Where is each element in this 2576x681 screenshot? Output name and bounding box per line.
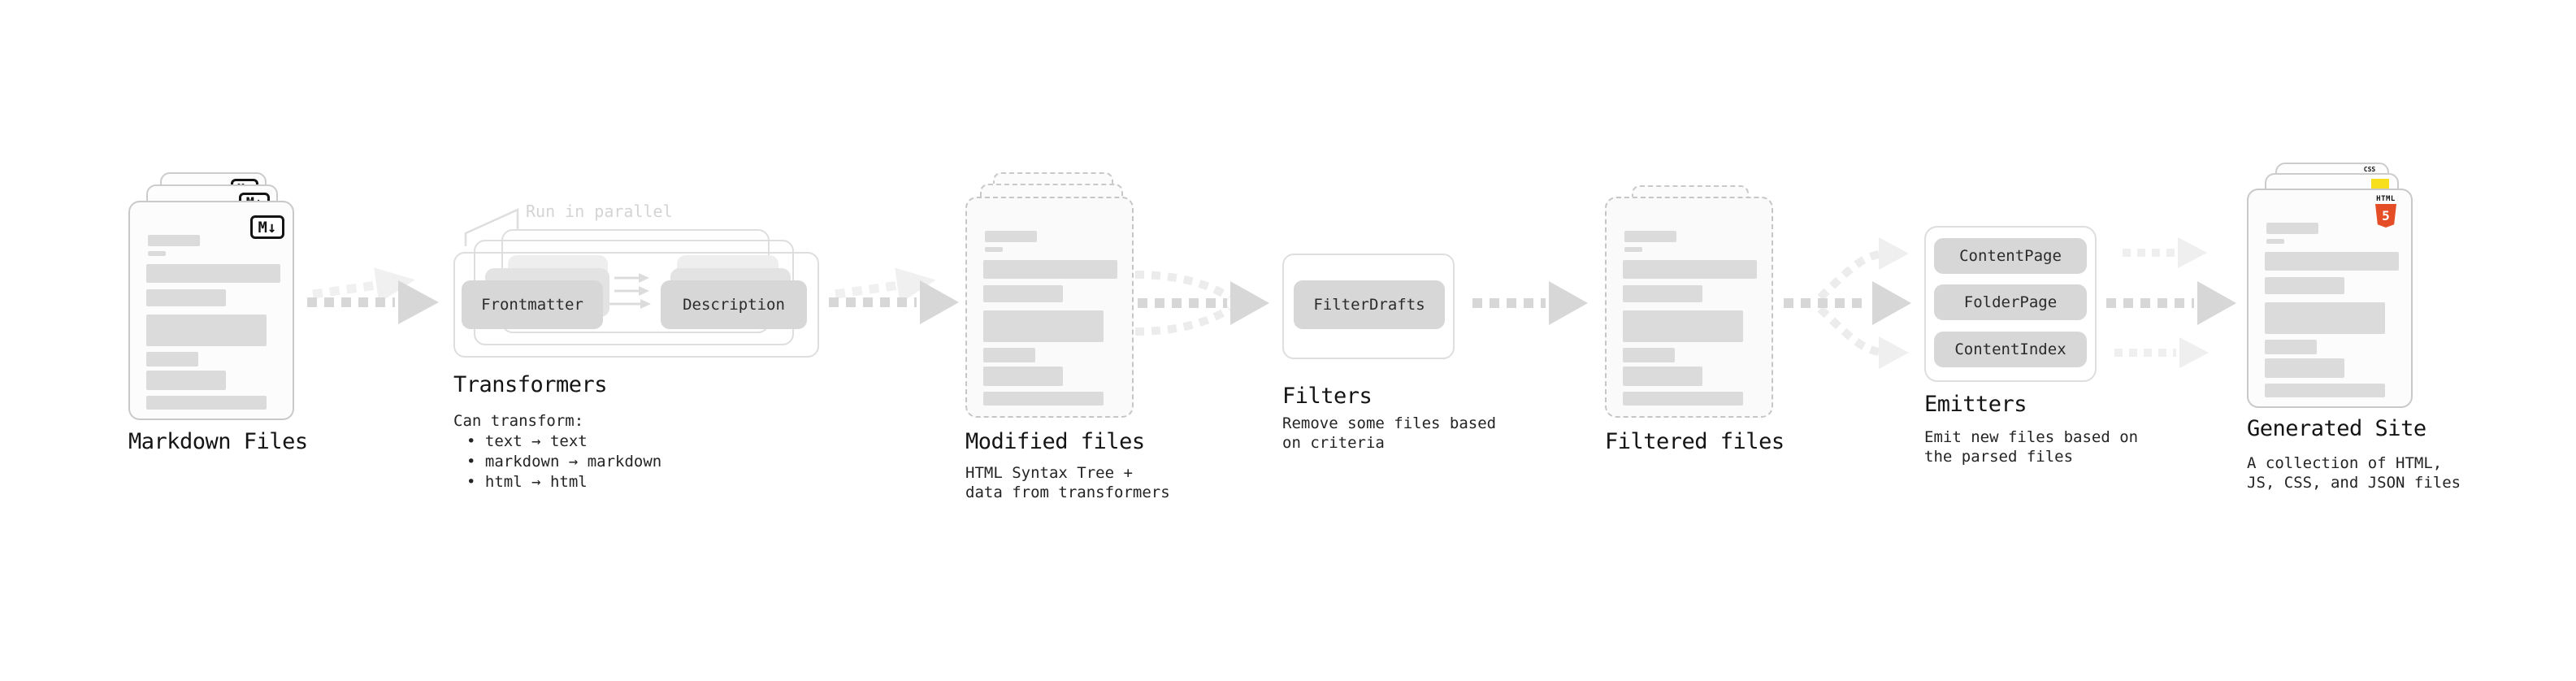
run-in-parallel-annotation: Run in parallel [526,202,673,221]
text-line-placeholder [983,310,1104,342]
text-line-placeholder [983,348,1035,362]
transformer-frame-front [453,252,819,358]
flow-arrow [829,280,959,324]
text-line-placeholder [2265,277,2344,294]
html5-icon: HTML 5 [2375,195,2396,228]
text-line-placeholder [985,247,1003,252]
flow-arrow-parallel [2106,237,2236,368]
markdown-icon: M↓ [250,215,284,239]
parallel-mini-arrows [605,273,651,309]
node-description: Description [661,280,807,329]
text-line-placeholder [983,285,1063,302]
stage-label-filtered-files: Filtered files [1605,429,1785,454]
flow-arrow-converge [1134,271,1269,336]
node-folderpage: FolderPage [1934,284,2087,320]
text-line-placeholder [2265,358,2344,378]
stage-label-markdown-files: Markdown Files [128,429,308,454]
flow-arrow [307,280,439,324]
text-line-placeholder [2266,223,2318,234]
markdown-doc-front: M↓ [128,201,294,420]
flow-arrow [1472,281,1588,325]
text-line-placeholder [146,396,267,410]
stage-label-transformers: Transformers [453,372,608,397]
flow-arrow-ghost [835,267,936,304]
text-line-placeholder [1623,260,1757,279]
text-line-placeholder [2265,252,2399,271]
modified-files-desc: HTML Syntax Tree + data from transformer… [965,464,1170,501]
text-line-placeholder [1623,392,1743,406]
text-line-placeholder [146,289,226,306]
text-line-placeholder [1623,367,1702,386]
generated-site-desc: A collection of HTML, JS, CSS, and JSON … [2247,454,2461,492]
text-line-placeholder [985,231,1037,242]
stage-label-filters: Filters [1282,384,1373,409]
stage-label-modified-files: Modified files [965,429,1145,454]
text-line-placeholder [1624,247,1642,252]
text-line-placeholder [148,251,166,256]
text-line-placeholder [983,260,1117,279]
node-contentpage: ContentPage [1934,238,2087,274]
filtered-doc-front [1605,197,1773,418]
transformers-desc-title: Can transform: [453,412,584,430]
text-line-placeholder [1623,285,1702,302]
stage-label-emitters: Emitters [1924,392,2027,417]
generated-doc-front: HTML 5 [2247,189,2413,408]
js-file-icon [2371,179,2389,189]
text-line-placeholder [1623,310,1743,342]
text-line-placeholder [2265,302,2385,334]
text-line-placeholder [148,235,200,246]
text-line-placeholder [146,371,226,390]
emitters-desc: Emit new files based on the parsed files [1924,428,2139,466]
text-line-placeholder [2265,340,2317,354]
flow-arrow-ghost [312,267,415,303]
filters-desc: Remove some files based on criteria [1282,414,1497,452]
transformers-bullet: • text → text [466,432,588,450]
transformers-bullet: • markdown → markdown [466,453,662,471]
text-line-placeholder [983,367,1063,386]
node-filterdrafts: FilterDrafts [1294,280,1445,329]
text-line-placeholder [1623,348,1675,362]
stage-label-generated-site: Generated Site [2247,416,2426,441]
text-line-placeholder [146,314,267,346]
node-frontmatter: Frontmatter [462,280,603,329]
modified-doc-front [965,197,1134,418]
text-line-placeholder [146,352,198,367]
transformers-bullet: • html → html [466,473,588,491]
text-line-placeholder [1624,231,1676,242]
text-line-placeholder [2266,239,2284,244]
text-line-placeholder [2265,384,2385,397]
flow-arrow-fanout [1784,237,1911,369]
text-line-placeholder [146,264,280,283]
annotation-leader-line [464,208,519,246]
text-line-placeholder [983,392,1104,406]
node-contentindex: ContentIndex [1934,332,2087,367]
